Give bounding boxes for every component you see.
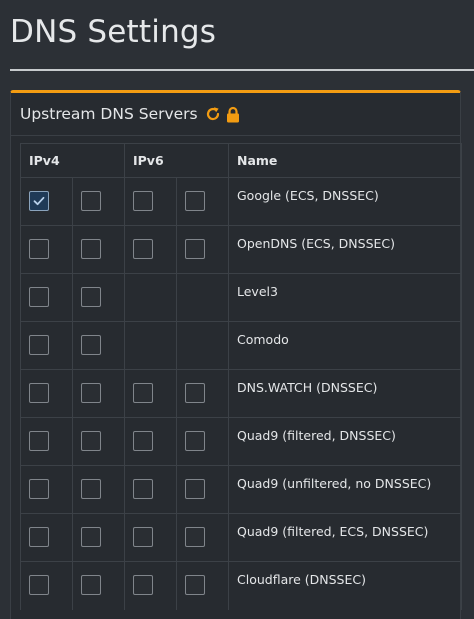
checkbox-cell <box>124 465 177 514</box>
title-divider <box>10 69 474 71</box>
checkbox-cell <box>176 465 229 514</box>
ipv6-primary-checkbox[interactable] <box>133 575 153 595</box>
checkbox-cell <box>176 513 229 562</box>
checkbox-cell <box>176 321 229 370</box>
checkbox-cell <box>20 465 73 514</box>
checkbox-cell <box>72 225 125 274</box>
ipv4-primary-checkbox[interactable] <box>29 479 49 499</box>
ipv6-secondary-checkbox[interactable] <box>185 239 205 259</box>
card-header: Upstream DNS Servers <box>11 93 460 136</box>
table-row: DNS.WATCH (DNSSEC) <box>20 369 462 418</box>
ipv6-primary-checkbox[interactable] <box>133 527 153 547</box>
upstream-dns-card: Upstream DNS Servers IPv4 IPv6 Name Goog… <box>10 90 462 619</box>
checkbox-cell <box>124 369 177 418</box>
ipv4-secondary-checkbox[interactable] <box>81 575 101 595</box>
checkbox-cell <box>124 561 177 610</box>
checkbox-cell <box>20 417 73 466</box>
ipv6-primary-checkbox[interactable] <box>133 239 153 259</box>
ipv4-primary-checkbox[interactable] <box>29 191 49 211</box>
dns-server-name: DNS.WATCH (DNSSEC) <box>228 369 462 418</box>
checkbox-cell <box>124 417 177 466</box>
ipv6-primary-checkbox[interactable] <box>133 191 153 211</box>
ipv6-secondary-checkbox[interactable] <box>185 527 205 547</box>
ipv6-secondary-checkbox[interactable] <box>185 431 205 451</box>
table-row: Google (ECS, DNSSEC) <box>20 177 462 226</box>
checkbox-cell <box>176 561 229 610</box>
dns-server-name: OpenDNS (ECS, DNSSEC) <box>228 225 462 274</box>
table-row: Quad9 (filtered, DNSSEC) <box>20 417 462 466</box>
checkbox-cell <box>72 369 125 418</box>
ipv6-primary-checkbox[interactable] <box>133 383 153 403</box>
checkbox-cell <box>124 177 177 226</box>
table-header-row: IPv4 IPv6 Name <box>20 143 462 178</box>
ipv4-secondary-checkbox[interactable] <box>81 191 101 211</box>
checkbox-cell <box>72 561 125 610</box>
ipv4-primary-checkbox[interactable] <box>29 575 49 595</box>
ipv4-primary-checkbox[interactable] <box>29 335 49 355</box>
table-body: Google (ECS, DNSSEC)OpenDNS (ECS, DNSSEC… <box>20 177 462 610</box>
checkbox-cell <box>20 225 73 274</box>
ipv4-primary-checkbox[interactable] <box>29 383 49 403</box>
dns-server-name: Cloudflare (DNSSEC) <box>228 561 462 610</box>
checkbox-cell <box>72 177 125 226</box>
card-title: Upstream DNS Servers <box>20 105 198 123</box>
table-row: Comodo <box>20 321 462 370</box>
table-row: Level3 <box>20 273 462 322</box>
checkbox-cell <box>20 321 73 370</box>
dns-server-name: Comodo <box>228 321 462 370</box>
checkbox-cell <box>72 513 125 562</box>
refresh-icon[interactable] <box>205 106 221 122</box>
ipv4-secondary-checkbox[interactable] <box>81 287 101 307</box>
ipv6-secondary-checkbox[interactable] <box>185 191 205 211</box>
ipv6-primary-checkbox[interactable] <box>133 479 153 499</box>
checkbox-cell <box>20 273 73 322</box>
checkbox-cell <box>20 561 73 610</box>
checkbox-cell <box>124 513 177 562</box>
ipv4-secondary-checkbox[interactable] <box>81 527 101 547</box>
ipv4-secondary-checkbox[interactable] <box>81 335 101 355</box>
ipv6-secondary-checkbox[interactable] <box>185 383 205 403</box>
ipv4-primary-checkbox[interactable] <box>29 527 49 547</box>
ipv4-secondary-checkbox[interactable] <box>81 239 101 259</box>
dns-server-name: Quad9 (unfiltered, no DNSSEC) <box>228 465 462 514</box>
checkbox-cell <box>72 417 125 466</box>
ipv4-secondary-checkbox[interactable] <box>81 383 101 403</box>
checkbox-cell <box>124 225 177 274</box>
checkbox-cell <box>72 273 125 322</box>
table-row: OpenDNS (ECS, DNSSEC) <box>20 225 462 274</box>
checkbox-cell <box>176 177 229 226</box>
lock-icon <box>225 106 241 123</box>
ipv4-primary-checkbox[interactable] <box>29 239 49 259</box>
dns-server-name: Google (ECS, DNSSEC) <box>228 177 462 226</box>
checkbox-cell <box>124 321 177 370</box>
ipv6-secondary-checkbox[interactable] <box>185 575 205 595</box>
checkbox-cell <box>20 513 73 562</box>
ipv6-secondary-checkbox[interactable] <box>185 479 205 499</box>
checkbox-cell <box>20 177 73 226</box>
ipv4-secondary-checkbox[interactable] <box>81 479 101 499</box>
table-row: Quad9 (filtered, ECS, DNSSEC) <box>20 513 462 562</box>
page-title: DNS Settings <box>10 14 217 50</box>
ipv4-primary-checkbox[interactable] <box>29 431 49 451</box>
dns-server-name: Quad9 (filtered, DNSSEC) <box>228 417 462 466</box>
checkbox-cell <box>72 321 125 370</box>
ipv6-column-header: IPv6 <box>124 143 229 178</box>
ipv4-primary-checkbox[interactable] <box>29 287 49 307</box>
checkbox-cell <box>176 369 229 418</box>
name-column-header: Name <box>228 143 462 178</box>
ipv4-secondary-checkbox[interactable] <box>81 431 101 451</box>
checkbox-cell <box>124 273 177 322</box>
checkbox-cell <box>20 369 73 418</box>
table-row: Cloudflare (DNSSEC) <box>20 561 462 610</box>
checkbox-cell <box>176 417 229 466</box>
table-row: Quad9 (unfiltered, no DNSSEC) <box>20 465 462 514</box>
ipv4-column-header: IPv4 <box>20 143 125 178</box>
checkbox-cell <box>72 465 125 514</box>
checkbox-cell <box>176 273 229 322</box>
dns-server-name: Quad9 (filtered, ECS, DNSSEC) <box>228 513 462 562</box>
upstream-dns-table: IPv4 IPv6 Name Google (ECS, DNSSEC)OpenD… <box>20 143 462 610</box>
dns-server-name: Level3 <box>228 273 462 322</box>
ipv6-primary-checkbox[interactable] <box>133 431 153 451</box>
checkbox-cell <box>176 225 229 274</box>
